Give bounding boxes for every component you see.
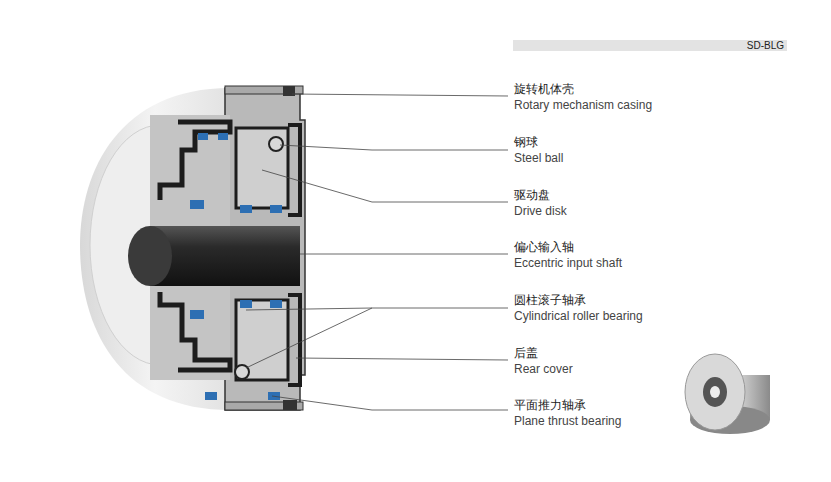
part-name-cn: 驱动盘 [514, 189, 550, 203]
part-name-cn: 旋转机体壳 [514, 83, 574, 97]
part-name-cn: 偏心输入轴 [514, 241, 574, 255]
part-name-en: Steel ball [514, 152, 563, 166]
header-bar [513, 40, 787, 51]
part-name-cn: 后盖 [514, 347, 538, 361]
part-name-en: Rotary mechanism casing [514, 99, 652, 113]
part-name-cn: 平面推力轴承 [514, 399, 586, 413]
part-name-en: Plane thrust bearing [514, 415, 621, 429]
part-name-cn: 圆柱滚子轴承 [514, 294, 586, 308]
part-name-en: Eccentric input shaft [514, 257, 622, 271]
leader-lines [246, 94, 508, 410]
product-photo [685, 354, 770, 434]
part-name-en: Cylindrical roller bearing [514, 310, 643, 324]
part-name-en: Rear cover [514, 363, 573, 377]
part-name-en: Drive disk [514, 205, 567, 219]
model-code: SD-BLG [747, 40, 784, 52]
part-name-cn: 钢球 [514, 136, 538, 150]
